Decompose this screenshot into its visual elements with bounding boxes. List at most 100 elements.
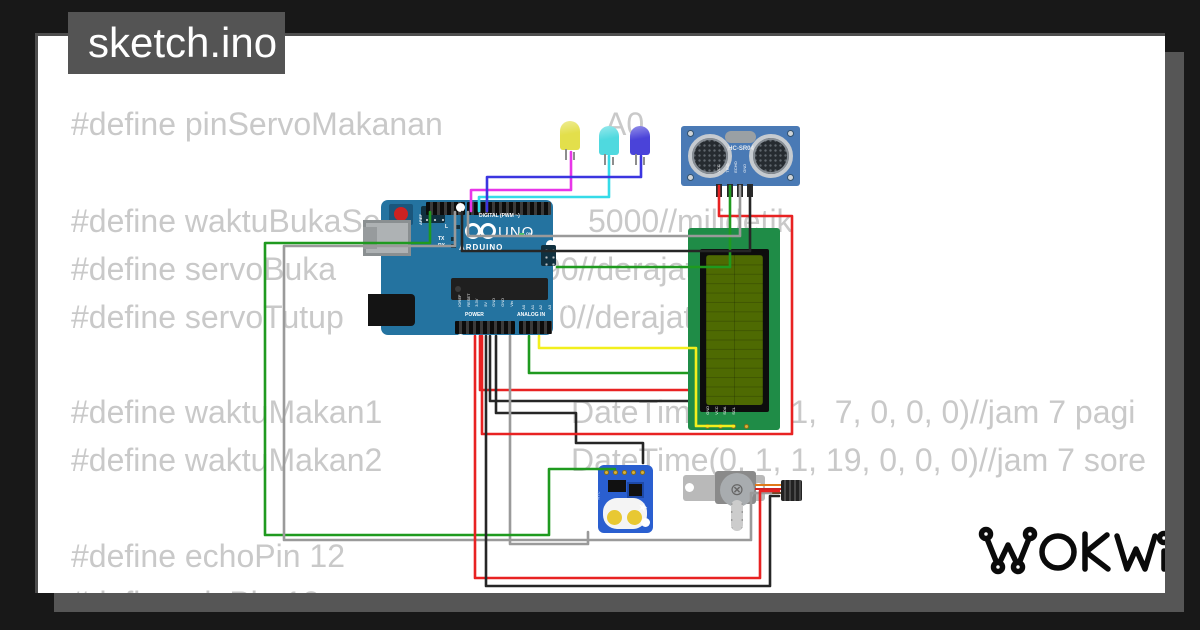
usb-connector [363,220,411,256]
rtc-pin[interactable] [613,470,618,475]
mounting-hole [787,130,794,137]
pin-label: VCC [715,164,721,173]
sketch-filename: sketch.ino [88,19,278,66]
code-line: #define trigPin 13 [71,585,1165,593]
on-led [519,233,524,237]
led-blue[interactable] [630,126,650,165]
rtc-pin[interactable] [640,470,645,475]
rtc-pin[interactable] [604,470,609,475]
rtc-pin[interactable] [631,470,636,475]
trig-pin[interactable] [727,184,733,197]
servo-mount-hole [685,483,694,492]
mounting-hole [641,518,650,527]
servo-arm[interactable] [731,500,743,531]
sensor-name-label: HC-SR04 [728,146,754,152]
arduino-uno-board[interactable]: AREF DIGITAL (PWM ~) L TX RX UNO ARDUINO… [363,200,569,335]
pin-label: A5 [563,304,569,310]
code-value: 90//derajat [543,251,695,287]
gnd-pin[interactable] [747,184,753,197]
gnd-to-lcd-black [488,334,695,403]
code-define: #define pinServoMakanan [71,106,443,142]
rtc-module[interactable]: ★ RTC [595,465,653,533]
vcc-pin[interactable] [716,184,722,197]
digital-pwm-label: DIGITAL (PWM ~) [479,213,520,219]
rtc-chip [608,480,626,492]
arduino-logo-icon [465,223,481,239]
pin-label: A1 [529,304,535,310]
pin-label: 5V [482,301,488,307]
code-define: #define trigPin 13 [71,585,320,593]
code-define: #define echoPin 12 [71,538,345,574]
a0-to-rtc-gray [508,334,590,546]
lcd-sda-pin[interactable] [731,424,736,429]
power-header[interactable] [455,321,515,334]
led-cyan[interactable] [599,126,619,165]
mounting-hole [687,174,694,181]
wokwi-logo [973,519,1165,586]
pin-label: GND [499,297,505,307]
code-line: #define waktuMakan1 DateTime(0, 1, 1, 7, … [71,394,1165,430]
pin-label: ECHO [732,161,738,173]
code-line: #define servoBuka 90//derajat [71,251,1165,287]
rx-label: RX [438,243,445,249]
on-label: ON [526,231,532,236]
led-l-label: L [445,224,449,230]
echo-pin[interactable] [737,184,743,197]
analog-section-label: ANALOG IN [517,312,546,318]
lcd-gnd-pin[interactable] [705,424,710,429]
pin-label: A2 [537,304,543,310]
lcd-screen [706,255,763,405]
sketch-filename-tab[interactable]: sketch.ino [68,12,285,74]
code-line: #define echoPin 12 [71,538,1165,574]
a4-to-lcd-green [527,334,695,375]
power-section-label: POWER [465,312,484,318]
pin-label: A0 [520,304,526,310]
lcd-scl-pin[interactable] [744,424,749,429]
servo-motor[interactable]: ⊗ [683,471,843,531]
servo-cable-brown [755,492,781,495]
pin-label: A4 [555,304,561,310]
aref-label: AREF [417,214,423,225]
code-value: DateTime(0, 1, 1, 7, 0, 0, 0)//jam 7 pag… [571,394,1136,430]
icsp-header-2 [541,245,556,266]
pin-label: 3.3V [473,298,479,307]
mounting-hole [456,203,465,212]
pin-label: TRIG [724,163,730,173]
eeprom-chip [629,484,642,496]
arduino-brand-label: ARDUINO [459,243,504,252]
pin-label: RESET [465,293,471,307]
servo-connector[interactable] [781,480,802,501]
ultrasonic-transmitter [688,134,732,178]
l-led [455,225,460,229]
rtc-label: RTC [595,491,601,500]
lcd-vcc-pin[interactable] [718,424,723,429]
power-jack [368,294,415,326]
analog-header[interactable] [519,321,552,334]
pin-label: GND [704,405,710,415]
code-define: #define waktuMakan2 [71,442,383,478]
mounting-hole [787,174,794,181]
code-define: #define servoBuka [71,251,337,287]
pin-label: IOREF [456,294,462,307]
code-value: 0//derajat [559,299,693,335]
pin-label: A3 [546,304,552,310]
coin-cell [607,510,622,525]
rtc-pin[interactable] [622,470,627,475]
servo-cable-red [755,488,781,491]
pin-label: Vin [508,301,514,307]
mounting-hole [687,130,694,137]
arduino-logo-icon [480,223,496,239]
led-yellow[interactable] [560,121,580,160]
pin-label: SDA [721,406,727,415]
code-define: #define waktuMakan1 [71,394,383,430]
